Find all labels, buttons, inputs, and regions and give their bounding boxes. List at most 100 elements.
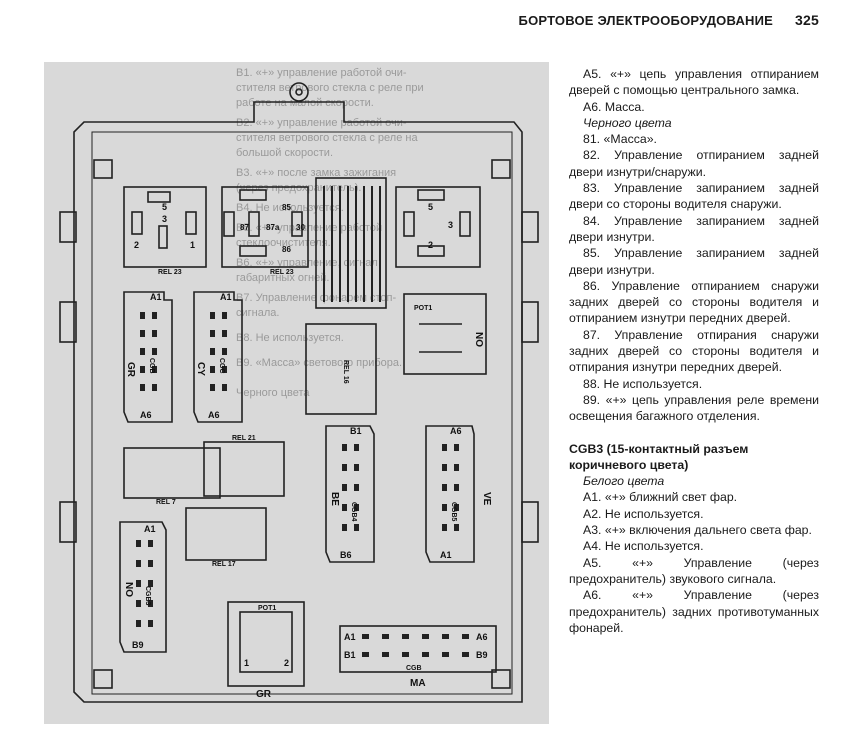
relay-pin	[459, 211, 471, 237]
housing-outline	[73, 101, 523, 703]
label-a1-ma: A1	[344, 632, 356, 642]
corner-post	[491, 669, 511, 689]
ghost-line: В9. «Масса» светового прибора.	[236, 357, 402, 369]
ghost-line: В6. «+» управление, сигнал	[236, 257, 378, 269]
label-a1: A1	[150, 292, 162, 302]
ghost-line: В8. Не используется.	[236, 332, 344, 344]
subheading-white: Белого цвета	[583, 474, 665, 489]
paragraph: 86. Управление отпиранием снаружи задних…	[569, 278, 819, 326]
paragraph: А3. «+» включения дальнего света фар.	[583, 523, 812, 538]
ghost-line: стителя ветрового стекла с реле при	[236, 82, 424, 94]
label-cgb-ma: CGB	[406, 665, 422, 672]
label-no-right: NO	[473, 332, 484, 347]
paragraph: А4. Не используется.	[583, 539, 704, 554]
pin-label-2: 2	[134, 240, 139, 250]
ghost-line: В2. «+» управление работой очи-	[236, 117, 407, 129]
section-title: БОРТОВОЕ ЭЛЕКТРООБОРУДОВАНИЕ	[518, 13, 774, 28]
side-clip-left-2	[59, 301, 77, 343]
connector-ve	[425, 425, 475, 563]
side-clip-right-1	[521, 211, 539, 243]
relay-pin	[403, 211, 415, 237]
ghost-line: стителя ветрового стекла с реле на	[236, 132, 418, 144]
label-no-left: NO	[123, 582, 134, 597]
label-ma: MA	[410, 678, 426, 689]
pin-label-2-right: 2	[428, 240, 433, 250]
label-a6: A6	[140, 410, 152, 420]
fuse-box-diagram: В1. «+» управление работой очи- стителя …	[44, 62, 549, 724]
corner-post	[93, 669, 113, 689]
ghost-line: В3. «+» после замка зажигания	[236, 167, 396, 179]
side-clip-right-3	[521, 501, 539, 543]
pin-slots	[136, 312, 469, 657]
relay-pin	[239, 189, 267, 201]
label-cgb4: CGB4	[350, 502, 357, 522]
mounting-hole	[289, 82, 309, 102]
label-a6-cy: A6	[208, 410, 220, 420]
pin-label-86: 86	[282, 245, 291, 254]
page-header: БОРТОВОЕ ЭЛЕКТРООБОРУДОВАНИЕ 325	[0, 12, 859, 34]
relay-pin	[239, 245, 267, 257]
label-be: BE	[329, 492, 340, 506]
paragraph: А6. «+» Управление (через предохранитель…	[569, 588, 819, 635]
page-number: 325	[795, 12, 819, 28]
label-gr: GR	[125, 362, 136, 378]
pin-label-5: 5	[162, 202, 167, 212]
paragraph: 81. «Масса».	[583, 132, 657, 147]
connector-ma	[339, 625, 497, 673]
label-rel17: REL 17	[212, 561, 236, 568]
relay-pin	[417, 189, 445, 201]
ghost-line: сигнала.	[236, 307, 279, 319]
pin-label-30: 30	[296, 223, 305, 232]
label-rel7: REL 7	[156, 499, 176, 506]
label-a6-ve: A6	[450, 426, 462, 436]
section-heading: CGB3 (15-контактный разъем коричневого ц…	[569, 441, 749, 472]
ghost-line: В1. «+» управление работой очи-	[236, 67, 407, 79]
label-ve: VE	[481, 492, 492, 506]
subheading-black: Черного цвета	[583, 115, 672, 130]
connector-gr-bottom	[227, 601, 305, 687]
ghost-line: габаритных огней.	[236, 272, 329, 284]
ghost-line: большой скорости.	[236, 147, 333, 159]
relay-pin	[248, 211, 260, 237]
label-rel23-b: REL 23	[270, 269, 294, 276]
pin-label-1: 1	[190, 240, 195, 250]
side-clip-left-3	[59, 501, 77, 543]
label-a1-no: A1	[144, 524, 156, 534]
connector-gr	[123, 291, 173, 423]
paragraph: А6. Масса.	[583, 99, 645, 114]
label-b1-be: B1	[350, 426, 362, 436]
connector-be	[325, 425, 375, 563]
side-clip-right-2	[521, 301, 539, 343]
pin-label-3-right: 3	[448, 220, 453, 230]
ghost-line: работе на малой скорости.	[236, 97, 374, 109]
pin-label-3: 3	[162, 214, 167, 224]
maxi-fuse-block	[315, 177, 387, 309]
ghost-line: В4. Не используется.	[236, 202, 344, 214]
label-cgb5: CGB5	[450, 502, 457, 522]
fuse-ribs	[323, 186, 381, 302]
pin-label-87a: 87a	[266, 223, 280, 232]
label-pin-2: 2	[284, 658, 289, 668]
side-clip-left-1	[59, 211, 77, 243]
label-a1-cy: A1	[220, 292, 232, 302]
label-b9-ma: B9	[476, 650, 488, 660]
label-b9-no: B9	[132, 640, 144, 650]
relay-block-rel23	[221, 186, 309, 268]
housing-inner	[91, 131, 513, 695]
label-a1-ve: A1	[440, 550, 452, 560]
relay-pin	[417, 245, 445, 257]
paragraph: А2. Не используется.	[583, 506, 704, 521]
label-b1-ma: B1	[344, 650, 356, 660]
label-pot1: POT1	[258, 605, 276, 612]
paragraph: 85. Управление запиранием задней двери и…	[569, 246, 819, 277]
paragraph: 84. Управление запиранием задней двери и…	[569, 213, 819, 244]
corner-post	[93, 159, 113, 179]
paragraph: А5. «+» Управление (через предохранитель…	[569, 555, 819, 586]
label-pot1-top: POT1	[414, 305, 432, 312]
paragraph: 83. Управление запиранием задней двери с…	[569, 181, 819, 212]
relay-pin	[185, 211, 197, 235]
mounting-hole-center	[295, 88, 303, 96]
label-cgc: CGC	[218, 358, 225, 374]
corner-post	[491, 159, 511, 179]
pin-label-85: 85	[282, 203, 291, 212]
